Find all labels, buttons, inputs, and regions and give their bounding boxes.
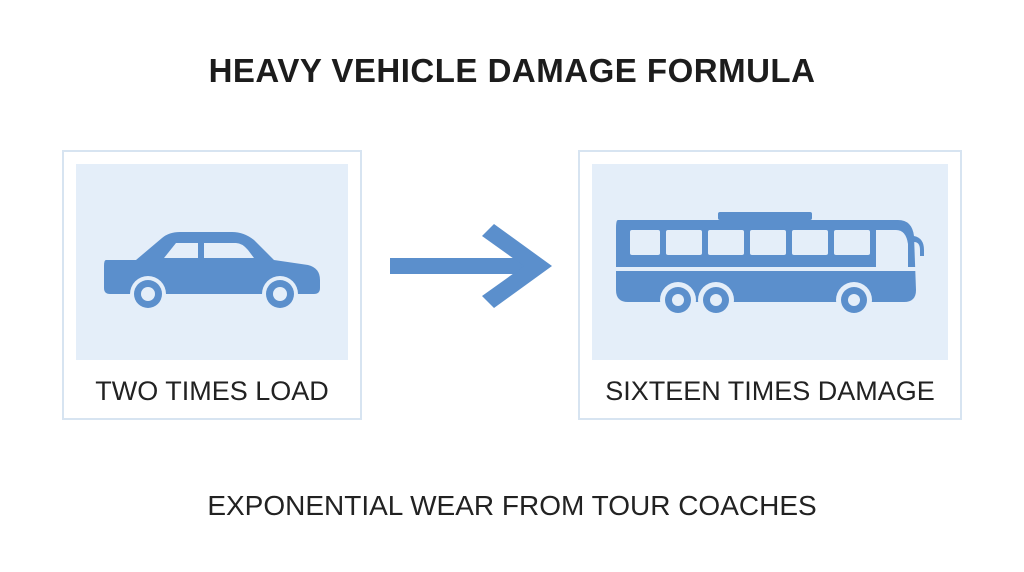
footer-caption: EXPONENTIAL WEAR FROM TOUR COACHES bbox=[207, 490, 817, 521]
car-illustration-area bbox=[76, 164, 348, 360]
car-caption: TWO TIMES LOAD bbox=[95, 376, 329, 406]
car-icon bbox=[104, 232, 320, 312]
bus-icon bbox=[616, 212, 924, 318]
diagram-title: HEAVY VEHICLE DAMAGE FORMULA bbox=[208, 52, 816, 89]
arrow-right-icon bbox=[390, 224, 552, 308]
bus-panel: SIXTEEN TIMES DAMAGE bbox=[578, 150, 962, 420]
bus-illustration-area bbox=[592, 164, 948, 360]
bus-caption: SIXTEEN TIMES DAMAGE bbox=[605, 376, 935, 406]
car-panel: TWO TIMES LOAD bbox=[62, 150, 362, 420]
